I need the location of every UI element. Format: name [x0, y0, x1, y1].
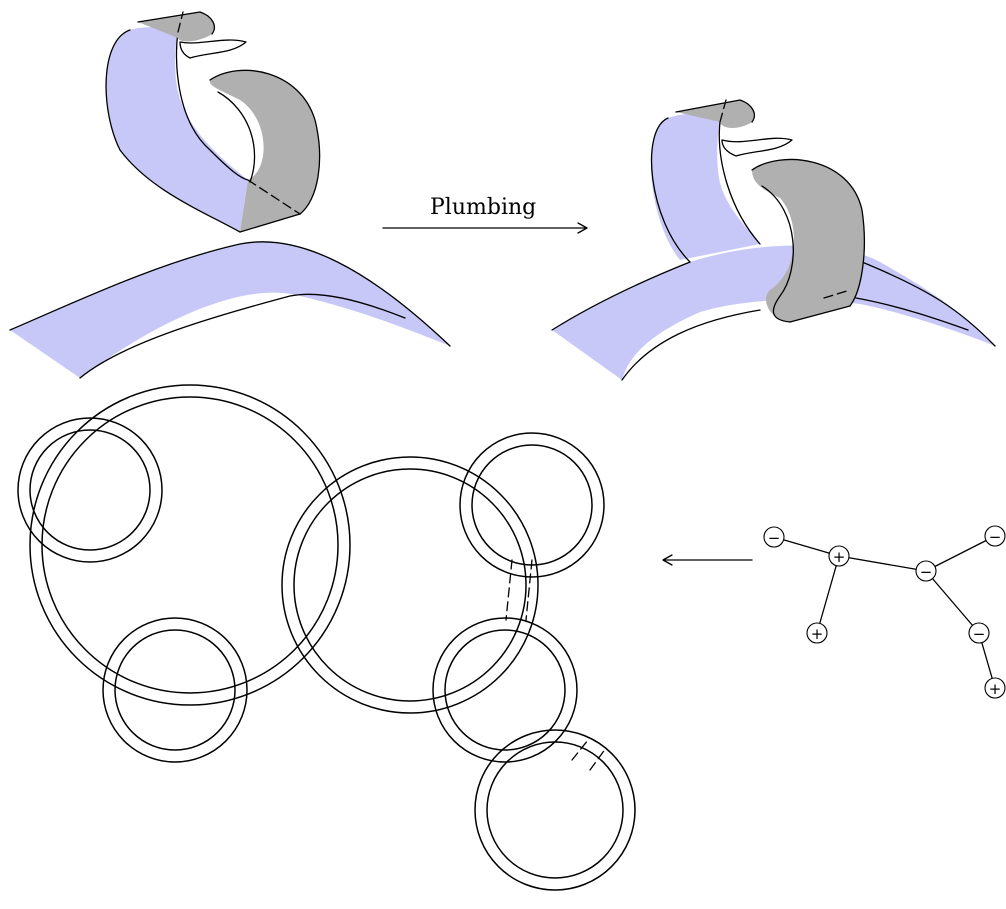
left-bands	[10, 12, 450, 378]
graph-node-sign: +	[811, 625, 824, 643]
graph-node-sign: −	[768, 529, 781, 547]
graph-node-sign: −	[973, 625, 986, 643]
right-gray-loop	[752, 159, 864, 322]
right-plumbed-band	[552, 100, 995, 380]
graph-node: −	[969, 623, 989, 643]
graph-edge	[839, 556, 926, 571]
graph-node: +	[807, 623, 827, 643]
ring-7	[475, 730, 635, 890]
link-diagram	[18, 385, 635, 890]
ring-6	[433, 618, 577, 762]
ring-2	[103, 618, 247, 762]
ring-3	[30, 385, 350, 705]
graph-node: −	[985, 526, 1005, 546]
graph-node: −	[916, 561, 936, 581]
plumbing-arrow: Plumbing	[383, 195, 587, 233]
graph-node: +	[985, 678, 1005, 698]
plumbing-graph: − + + − − − +	[764, 526, 1005, 698]
graph-node-sign: −	[920, 563, 933, 581]
graph-node: +	[829, 546, 849, 566]
graph-edge	[926, 536, 995, 571]
graph-node-sign: +	[833, 548, 846, 566]
graph-node-sign: +	[989, 680, 1002, 698]
graph-to-link-arrow	[663, 555, 752, 565]
ring-4	[282, 457, 538, 713]
ring-5	[460, 433, 604, 577]
left-twisted-band-blue	[106, 27, 248, 232]
graph-edge	[817, 556, 839, 633]
graph-node-sign: −	[989, 528, 1002, 546]
graph-node: −	[764, 527, 784, 547]
graph-edge	[926, 571, 979, 633]
plumbing-label: Plumbing	[430, 195, 536, 220]
right-twisted-blue	[651, 114, 760, 260]
